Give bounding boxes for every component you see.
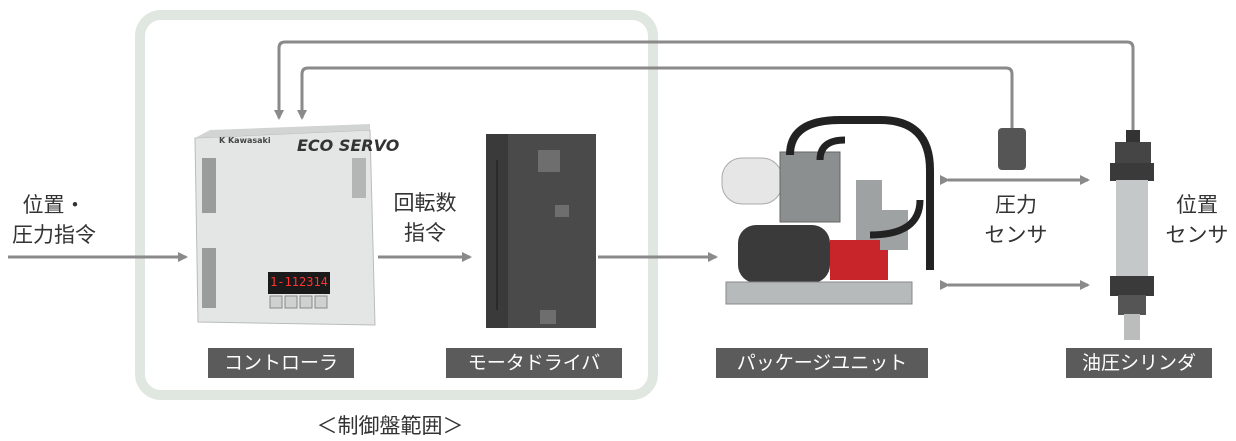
pressure-sensor-line2: センサ (984, 223, 1048, 247)
pressure-feedback-line (297, 66, 1014, 128)
controller-label: コントローラ (208, 348, 354, 378)
cylinder-label: 油圧シリンダ (1066, 348, 1212, 378)
cylinder-device (1110, 130, 1154, 340)
position-sensor-label: 位置 センサ (1158, 190, 1236, 250)
rpm-label-line1: 回転数 (393, 191, 457, 215)
package-unit-label: パッケージユニット (716, 348, 928, 378)
input-label-line1: 位置・ (22, 193, 86, 217)
controller-device (194, 124, 376, 326)
controller-display: 1-112314 (270, 275, 328, 289)
motor-driver-device (486, 134, 596, 328)
controller-brand: K Kawasaki (219, 136, 271, 145)
pressure-sensor-line1: 圧力 (995, 193, 1037, 217)
position-sensor-line1: 位置 (1176, 193, 1218, 217)
rpm-label-line2: 指令 (404, 221, 446, 245)
input-label-line2: 圧力指令 (12, 223, 96, 247)
position-sensor-line2: センサ (1165, 223, 1229, 247)
input-label: 位置・ 圧力指令 (0, 190, 108, 250)
control-panel-boundary (135, 10, 658, 400)
pressure-sensor-device (998, 128, 1026, 170)
control-panel-scope-caption: ＜制御盤範囲＞ (316, 414, 464, 438)
controller-model-text: ECO SERVO (297, 136, 400, 155)
rpm-command-label: 回転数 指令 (385, 188, 465, 248)
package-unit-device (721, 116, 934, 305)
pressure-sensor-label: 圧力 センサ (970, 190, 1062, 250)
motor-driver-label: モータドライバ (446, 348, 622, 378)
position-feedback-line (274, 40, 1135, 130)
